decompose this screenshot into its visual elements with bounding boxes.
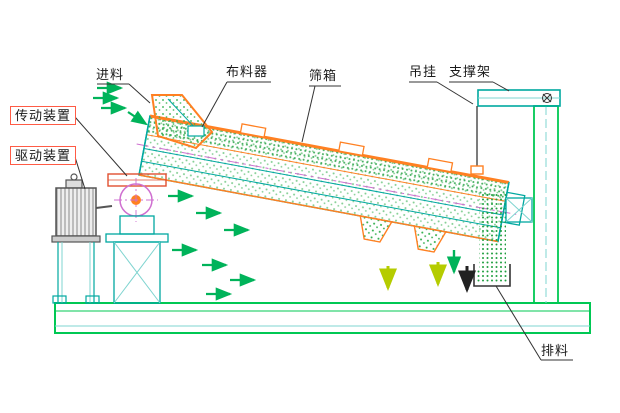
mount-tab <box>426 157 454 173</box>
discharge-drawing <box>473 192 533 287</box>
feed-chute-drawing <box>150 94 214 150</box>
distributor-part <box>187 125 205 137</box>
mount-tab <box>338 141 365 157</box>
base-frame <box>54 302 591 334</box>
label-transmission: 传动装置 <box>10 106 77 125</box>
label-distributor: 布料器 <box>226 64 269 79</box>
feed-flow-arrows <box>93 81 148 126</box>
support-frame-drawing <box>477 89 561 304</box>
label-support-frame: 支撑架 <box>449 64 492 79</box>
discharge-funnel <box>413 225 447 253</box>
bolt-cross-icon <box>542 93 552 103</box>
hanging-rod-drawing <box>470 106 484 175</box>
transmission-drawing <box>105 173 169 304</box>
label-hanging: 吊挂 <box>409 64 438 79</box>
label-feed: 进料 <box>96 67 125 82</box>
label-drive: 驱动装置 <box>10 146 77 165</box>
drive-unit-drawing <box>51 173 113 304</box>
leader-lines <box>74 81 573 361</box>
label-screen-box: 筛箱 <box>309 68 338 83</box>
label-discharge: 排料 <box>541 343 570 358</box>
discharge-arrows <box>379 250 476 293</box>
discharge-funnel <box>359 215 393 243</box>
transmission-stand <box>113 241 161 304</box>
airflow-arrows <box>168 189 257 301</box>
mount-tab <box>239 123 267 138</box>
